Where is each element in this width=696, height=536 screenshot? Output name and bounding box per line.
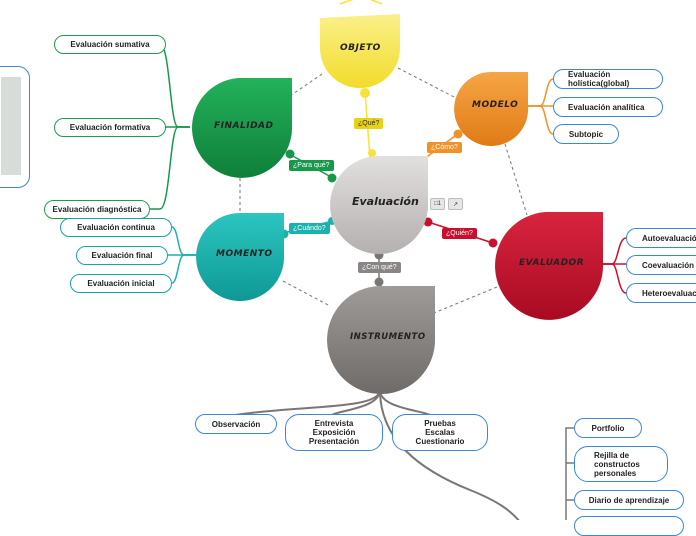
finalidad-label: FINALIDAD bbox=[214, 121, 274, 131]
objeto-node[interactable] bbox=[320, 14, 400, 88]
momento-label: MOMENTO bbox=[216, 249, 273, 259]
portfolio-item-portfolio[interactable]: Portfolio bbox=[574, 418, 642, 438]
instrumento-node[interactable] bbox=[327, 286, 436, 394]
momento-branches bbox=[168, 226, 196, 284]
portfolio-item-diario[interactable]: Diario de aprendizaje bbox=[574, 490, 684, 510]
comment-icon[interactable]: □1 bbox=[430, 198, 445, 210]
instrumento-item-entrevista[interactable]: Entrevista Exposición Presentación bbox=[285, 414, 383, 451]
modelo-item-holistica[interactable]: Evaluación holística(global) bbox=[553, 69, 663, 89]
instrumento-item-observacion[interactable]: Observación bbox=[195, 414, 277, 434]
side-image-card[interactable] bbox=[0, 66, 30, 188]
evaluador-item-heteroevaluacion[interactable]: Heteroevaluaci bbox=[626, 283, 696, 303]
connector-con-que[interactable]: ¿Con qué? bbox=[358, 262, 401, 273]
connector-para-que[interactable]: ¿Para qué? bbox=[289, 160, 334, 171]
central-node[interactable] bbox=[330, 156, 429, 254]
finalidad-node[interactable] bbox=[192, 78, 293, 178]
central-label: Evaluación bbox=[352, 195, 419, 208]
modelo-branches bbox=[528, 78, 554, 135]
finalidad-item-sumativa[interactable]: Evaluación sumativa bbox=[54, 35, 166, 54]
modelo-item-subtopic[interactable]: Subtopic bbox=[553, 124, 619, 144]
open-link-icon[interactable]: ↗ bbox=[448, 198, 463, 210]
connector-como[interactable]: ¿Cómo? bbox=[427, 142, 462, 153]
finalidad-item-formativa[interactable]: Evaluación formativa bbox=[54, 118, 166, 137]
evaluador-node[interactable] bbox=[495, 212, 604, 320]
connector-cuando[interactable]: ¿Cuándo? bbox=[289, 223, 330, 234]
objeto-label: OBJETO bbox=[340, 43, 381, 53]
connector-dots bbox=[279, 88, 498, 287]
instrumento-label: INSTRUMENTO bbox=[350, 332, 426, 342]
momento-item-inicial[interactable]: Evaluación inicial bbox=[70, 274, 172, 293]
momento-node[interactable] bbox=[196, 213, 285, 301]
connector-quien[interactable]: ¿Quién? bbox=[442, 228, 477, 239]
mind-map-canvas bbox=[150, 0, 627, 520]
evaluador-item-autoevaluacion[interactable]: Autoevaluació bbox=[626, 228, 696, 248]
evaluador-item-coevaluacion[interactable]: Coevaluación bbox=[626, 255, 696, 275]
modelo-label: MODELO bbox=[472, 100, 519, 110]
instrumento-item-pruebas[interactable]: Pruebas Escalas Cuestionario bbox=[392, 414, 488, 451]
portfolio-item-next[interactable] bbox=[574, 516, 684, 536]
portfolio-branches bbox=[565, 427, 574, 520]
modelo-item-analitica[interactable]: Evaluación analítica bbox=[553, 97, 663, 117]
finalidad-item-diagnostica[interactable]: Evaluación diagnóstica bbox=[44, 200, 150, 219]
connector-que[interactable]: ¿Qué? bbox=[354, 118, 384, 129]
momento-item-final[interactable]: Evaluación final bbox=[76, 246, 168, 265]
central-node-toolbar: □1 ↗ bbox=[430, 198, 463, 210]
side-image-thumbnail bbox=[1, 77, 21, 175]
momento-item-continua[interactable]: Evaluación continua bbox=[60, 218, 172, 237]
relation-lines bbox=[239, 67, 528, 314]
instrumento-branches bbox=[234, 389, 520, 520]
comment-count: 1 bbox=[437, 201, 441, 207]
portfolio-item-rejilla[interactable]: Rejilla de constructos personales bbox=[574, 446, 668, 482]
modelo-node[interactable] bbox=[454, 72, 529, 146]
evaluador-label: EVALUADOR bbox=[519, 258, 585, 268]
evaluador-branches bbox=[603, 237, 627, 294]
